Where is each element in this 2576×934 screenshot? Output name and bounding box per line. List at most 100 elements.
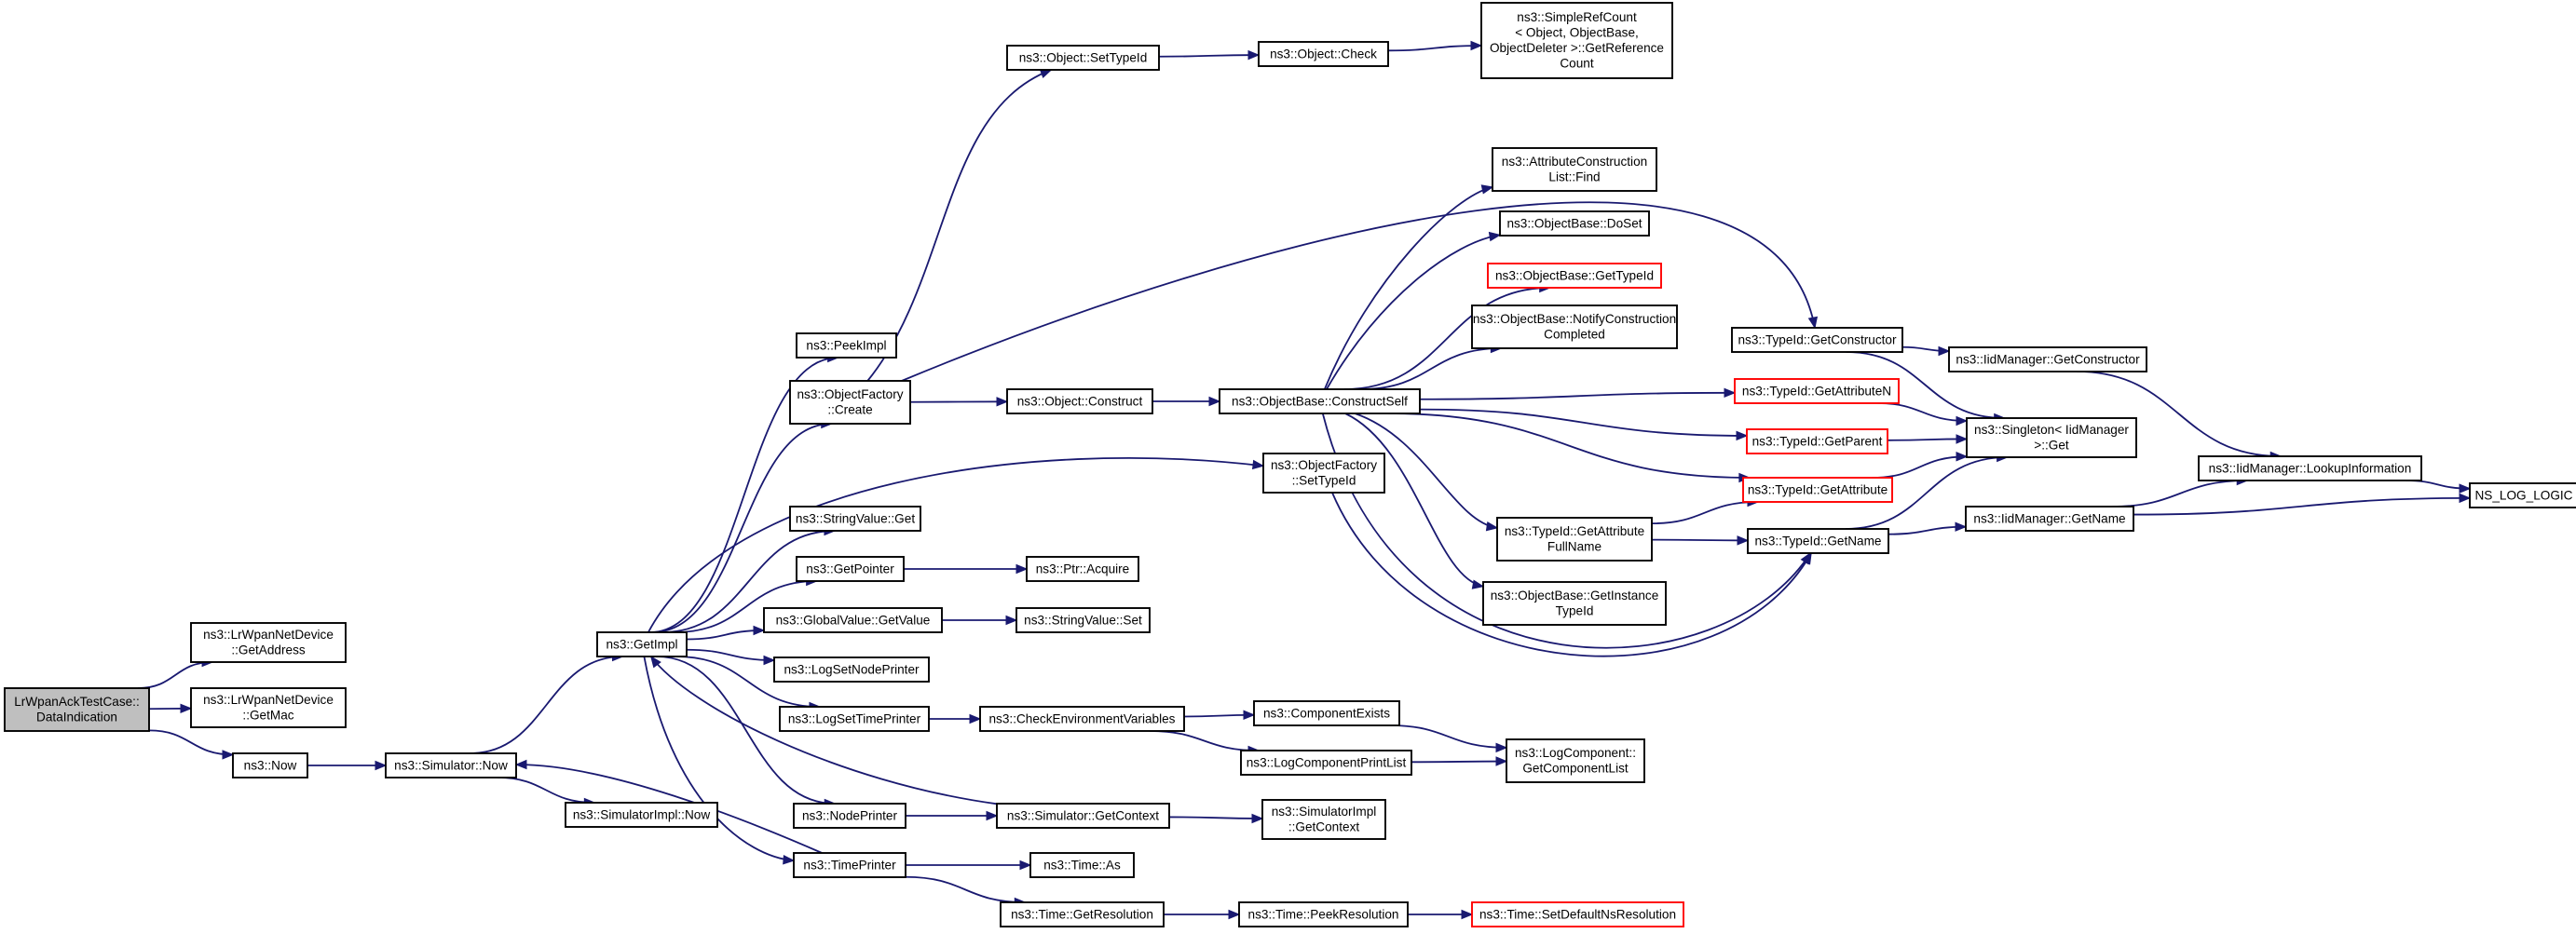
node-compexists[interactable]: ns3::ComponentExists — [1253, 700, 1400, 726]
node-box-logsettimeprinter[interactable] — [779, 706, 930, 732]
node-box-obgetinstance[interactable] — [1482, 581, 1667, 626]
node-box-timepeekres[interactable] — [1238, 901, 1409, 927]
node-simgetcontext[interactable]: ns3::Simulator::GetContext — [996, 803, 1170, 829]
node-box-timesetdefault[interactable] — [1471, 901, 1684, 927]
node-box-tigetattrfullname[interactable] — [1496, 517, 1653, 562]
node-box-obconstructself[interactable] — [1219, 388, 1421, 414]
node-box-obgettypeid[interactable] — [1487, 263, 1662, 289]
node-box-obnotify[interactable] — [1471, 305, 1678, 349]
node-box-compexists[interactable] — [1253, 700, 1400, 726]
node-gvgetvalue[interactable]: ns3::GlobalValue::GetValue — [763, 607, 943, 633]
node-getpointer[interactable]: ns3::GetPointer — [796, 556, 905, 582]
node-objsettypeid[interactable]: ns3::Object::SetTypeId — [1006, 45, 1160, 71]
node-box-iidgetname[interactable] — [1965, 506, 2134, 532]
node-logsettimeprinter[interactable]: ns3::LogSetTimePrinter — [779, 706, 930, 732]
node-obgettypeid[interactable]: ns3::ObjectBase::GetTypeId — [1487, 263, 1662, 289]
node-tigetattributen[interactable]: ns3::TypeId::GetAttributeN — [1734, 378, 1900, 404]
node-box-peekimpl[interactable] — [796, 332, 897, 359]
node-box-objsettypeid[interactable] — [1006, 45, 1160, 71]
node-box-tigetattribute[interactable] — [1742, 477, 1893, 503]
node-box-ofcreate[interactable] — [789, 380, 911, 425]
node-box-tigetparent[interactable] — [1746, 428, 1888, 454]
node-tigetparent[interactable]: ns3::TypeId::GetParent — [1746, 428, 1888, 454]
node-box-tigetattributen[interactable] — [1734, 378, 1900, 404]
node-timeas[interactable]: ns3::Time::As — [1029, 852, 1135, 878]
node-box-logsetnodeprinter[interactable] — [773, 657, 930, 683]
node-box-root[interactable] — [4, 687, 150, 732]
node-box-timeas[interactable] — [1029, 852, 1135, 878]
node-root[interactable]: LrWpanAckTestCase::DataIndication — [4, 687, 150, 732]
node-tigetconstructor[interactable]: ns3::TypeId::GetConstructor — [1731, 327, 1903, 353]
node-objcheck[interactable]: ns3::Object::Check — [1258, 41, 1389, 67]
node-logsetnodeprinter[interactable]: ns3::LogSetNodePrinter — [773, 657, 930, 683]
node-simimplnow[interactable]: ns3::SimulatorImpl::Now — [565, 802, 718, 828]
node-iidgetconstructor[interactable]: ns3::IidManager::GetConstructor — [1948, 346, 2147, 372]
node-peekimpl[interactable]: ns3::PeekImpl — [796, 332, 897, 359]
node-stringvalueset[interactable]: ns3::StringValue::Set — [1015, 607, 1151, 633]
node-box-gvgetvalue[interactable] — [763, 607, 943, 633]
node-nslogic[interactable]: NS_LOG_LOGIC — [2469, 482, 2576, 508]
node-objconstruct[interactable]: ns3::Object::Construct — [1006, 388, 1153, 414]
node-ofsettypeid[interactable]: ns3::ObjectFactory::SetTypeId — [1262, 453, 1385, 494]
node-box-acfind[interactable] — [1492, 147, 1657, 192]
node-ptracquire[interactable]: ns3::Ptr::Acquire — [1026, 556, 1139, 582]
node-box-ofsettypeid[interactable] — [1262, 453, 1385, 494]
node-tigetname[interactable]: ns3::TypeId::GetName — [1747, 528, 1889, 554]
node-box-getmac[interactable] — [190, 687, 347, 728]
node-box-simnow[interactable] — [385, 752, 517, 778]
node-checkenv[interactable]: ns3::CheckEnvironmentVariables — [979, 706, 1185, 732]
node-box-stringvalueset[interactable] — [1015, 607, 1151, 633]
node-box-simplerefcount[interactable] — [1480, 2, 1673, 79]
node-obconstructself[interactable]: ns3::ObjectBase::ConstructSelf — [1219, 388, 1421, 414]
node-box-singletonget[interactable] — [1966, 417, 2137, 458]
node-getaddress[interactable]: ns3::LrWpanNetDevice::GetAddress — [190, 622, 347, 663]
node-box-simimplnow[interactable] — [565, 802, 718, 828]
node-timesetdefault[interactable]: ns3::Time::SetDefaultNsResolution — [1471, 901, 1684, 927]
node-ofcreate[interactable]: ns3::ObjectFactory::Create — [789, 380, 911, 425]
node-logcompgetlist[interactable]: ns3::LogComponent::GetComponentList — [1506, 738, 1645, 783]
node-box-getimpl[interactable] — [596, 631, 688, 657]
node-box-tigetconstructor[interactable] — [1731, 327, 1903, 353]
node-box-iidgetconstructor[interactable] — [1948, 346, 2147, 372]
node-box-timeprinter[interactable] — [793, 852, 906, 878]
node-box-timegetres[interactable] — [1000, 901, 1165, 927]
node-timegetres[interactable]: ns3::Time::GetResolution — [1000, 901, 1165, 927]
node-nodeprinter[interactable]: ns3::NodePrinter — [793, 803, 906, 829]
node-tigetattribute[interactable]: ns3::TypeId::GetAttribute — [1742, 477, 1893, 503]
node-box-getpointer[interactable] — [796, 556, 905, 582]
node-iidlookup[interactable]: ns3::IidManager::LookupInformation — [2198, 455, 2422, 481]
node-box-now[interactable] — [232, 752, 308, 778]
node-getmac[interactable]: ns3::LrWpanNetDevice::GetMac — [190, 687, 347, 728]
node-simimplgetcontext[interactable]: ns3::SimulatorImpl::GetContext — [1261, 799, 1386, 840]
node-box-objcheck[interactable] — [1258, 41, 1389, 67]
node-box-stringvalueget[interactable] — [789, 506, 921, 532]
node-stringvalueget[interactable]: ns3::StringValue::Get — [789, 506, 921, 532]
node-box-nslogic[interactable] — [2469, 482, 2576, 508]
node-box-getaddress[interactable] — [190, 622, 347, 663]
node-simplerefcount[interactable]: ns3::SimpleRefCount< Object, ObjectBase,… — [1480, 2, 1673, 79]
node-timepeekres[interactable]: ns3::Time::PeekResolution — [1238, 901, 1409, 927]
node-box-logcompprintlist[interactable] — [1240, 750, 1412, 776]
node-timeprinter[interactable]: ns3::TimePrinter — [793, 852, 906, 878]
node-box-simgetcontext[interactable] — [996, 803, 1170, 829]
node-iidgetname[interactable]: ns3::IidManager::GetName — [1965, 506, 2134, 532]
node-box-ptracquire[interactable] — [1026, 556, 1139, 582]
node-singletonget[interactable]: ns3::Singleton< IidManager >::Get — [1966, 417, 2137, 458]
node-box-checkenv[interactable] — [979, 706, 1185, 732]
node-box-logcompgetlist[interactable] — [1506, 738, 1645, 783]
node-logcompprintlist[interactable]: ns3::LogComponentPrintList — [1240, 750, 1412, 776]
node-obnotify[interactable]: ns3::ObjectBase::NotifyConstructionCompl… — [1471, 305, 1678, 349]
node-box-objconstruct[interactable] — [1006, 388, 1153, 414]
node-box-obdoset[interactable] — [1499, 210, 1650, 237]
node-box-iidlookup[interactable] — [2198, 455, 2422, 481]
node-box-simimplgetcontext[interactable] — [1261, 799, 1386, 840]
node-now[interactable]: ns3::Now — [232, 752, 308, 778]
node-obdoset[interactable]: ns3::ObjectBase::DoSet — [1499, 210, 1650, 237]
node-simnow[interactable]: ns3::Simulator::Now — [385, 752, 517, 778]
node-box-nodeprinter[interactable] — [793, 803, 906, 829]
node-box-tigetname[interactable] — [1747, 528, 1889, 554]
node-getimpl[interactable]: ns3::GetImpl — [596, 631, 688, 657]
